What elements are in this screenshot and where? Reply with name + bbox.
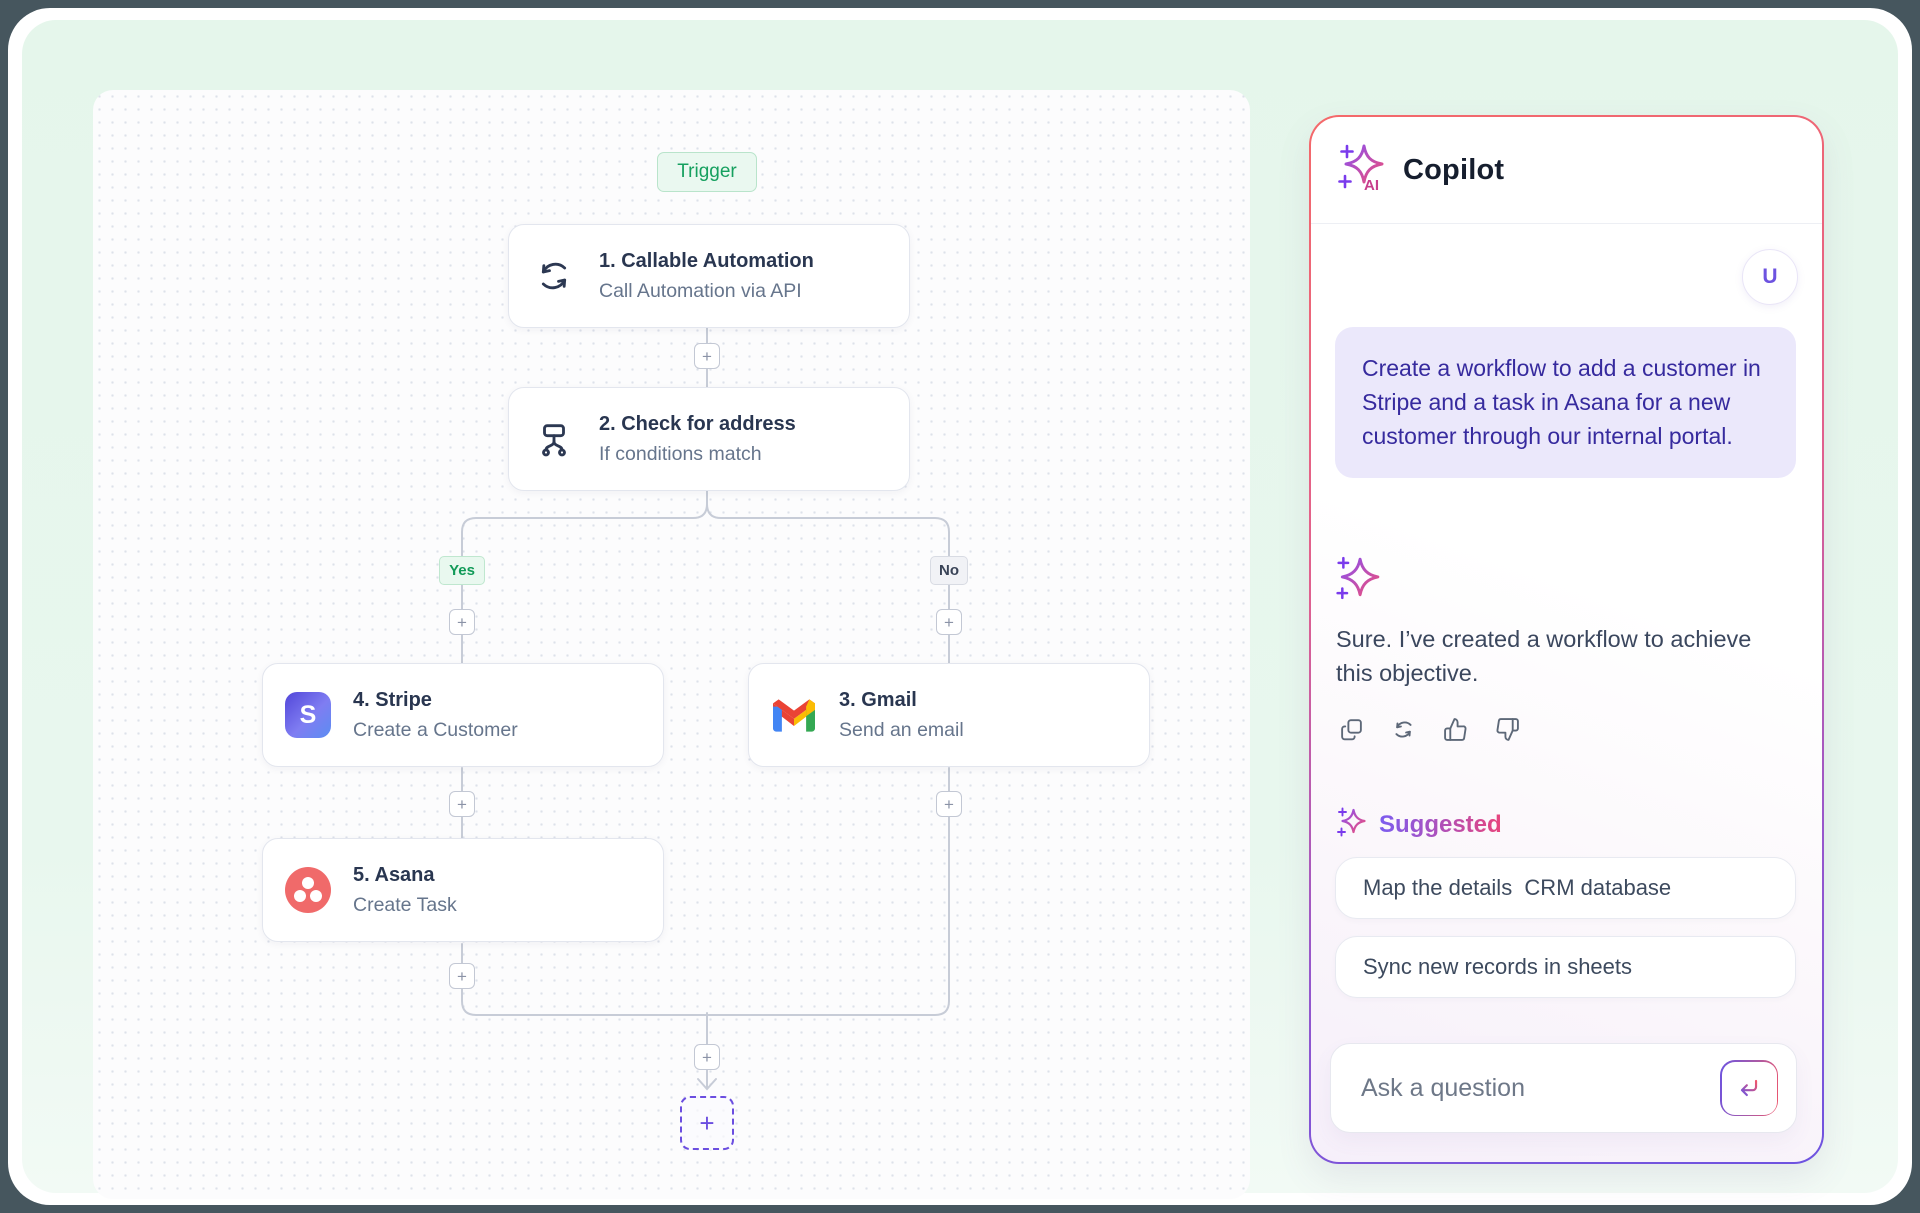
suggested-label: Suggested: [1379, 810, 1502, 838]
node-title: 4. Stripe: [353, 688, 432, 711]
add-step-button[interactable]: +: [694, 1044, 720, 1070]
ask-question-input[interactable]: [1361, 1073, 1720, 1103]
thumbs-up-icon[interactable]: [1443, 717, 1468, 742]
thumbs-down-icon[interactable]: [1495, 717, 1520, 742]
sparkle-icon: [1335, 555, 1381, 606]
node-title: 1. Callable Automation: [599, 249, 814, 272]
branch-no-badge: No: [930, 556, 968, 585]
node-subtitle: Send an email: [839, 718, 964, 741]
node-callable-automation[interactable]: 1. Callable Automation Call Automation v…: [508, 224, 910, 328]
regenerate-icon[interactable]: [1391, 717, 1416, 742]
add-step-button[interactable]: +: [449, 609, 475, 635]
workflow-canvas[interactable]: Trigger 1. Callable Automation Call Auto…: [93, 90, 1250, 1199]
copy-icon[interactable]: [1339, 717, 1364, 742]
gmail-icon: [771, 692, 817, 738]
ai-sparkle-icon: AI: [1337, 143, 1387, 198]
add-step-button[interactable]: +: [694, 343, 720, 369]
stripe-icon: S: [285, 692, 331, 738]
add-step-button[interactable]: +: [449, 963, 475, 989]
node-subtitle: If conditions match: [599, 442, 762, 465]
refresh-icon: [531, 253, 577, 299]
node-subtitle: Call Automation via API: [599, 279, 802, 302]
user-message: Create a workflow to add a customer in S…: [1335, 327, 1796, 479]
suggestion-chip[interactable]: Map the details CRM database: [1335, 857, 1796, 919]
svg-text:AI: AI: [1364, 177, 1379, 193]
asana-icon: [285, 867, 331, 913]
node-asana[interactable]: 5. Asana Create Task: [262, 838, 664, 942]
branch-yes-badge: Yes: [439, 556, 485, 585]
copilot-title: Copilot: [1403, 153, 1505, 186]
node-title: 3. Gmail: [839, 688, 917, 711]
message-actions: [1339, 717, 1520, 742]
node-stripe[interactable]: S 4. Stripe Create a Customer: [262, 663, 664, 767]
copilot-panel: AI Copilot U Create a workflow to add a …: [1309, 115, 1824, 1164]
add-step-button[interactable]: +: [936, 791, 962, 817]
node-check-address[interactable]: 2. Check for address If conditions match: [508, 387, 910, 491]
branch-icon: [531, 416, 577, 462]
sparkle-icon: [1337, 807, 1367, 842]
node-subtitle: Create a Customer: [353, 718, 518, 741]
add-step-button[interactable]: +: [936, 609, 962, 635]
node-title: 5. Asana: [353, 863, 435, 886]
user-avatar: U: [1742, 249, 1798, 305]
suggested-section-header: Suggested: [1337, 807, 1502, 842]
suggestion-chip[interactable]: Sync new records in sheets: [1335, 936, 1796, 998]
add-step-button[interactable]: +: [449, 791, 475, 817]
node-title: 2. Check for address: [599, 412, 796, 435]
node-gmail[interactable]: 3. Gmail Send an email: [748, 663, 1150, 767]
assistant-message: Sure. I’ve created a workflow to achieve…: [1336, 626, 1752, 687]
ask-question-box: [1330, 1043, 1797, 1133]
node-subtitle: Create Task: [353, 893, 457, 916]
trigger-badge: Trigger: [657, 152, 757, 192]
copilot-header: AI Copilot: [1311, 117, 1822, 224]
enter-icon: [1740, 1079, 1758, 1097]
send-button[interactable]: [1720, 1060, 1778, 1116]
add-step-placeholder[interactable]: +: [680, 1096, 734, 1150]
